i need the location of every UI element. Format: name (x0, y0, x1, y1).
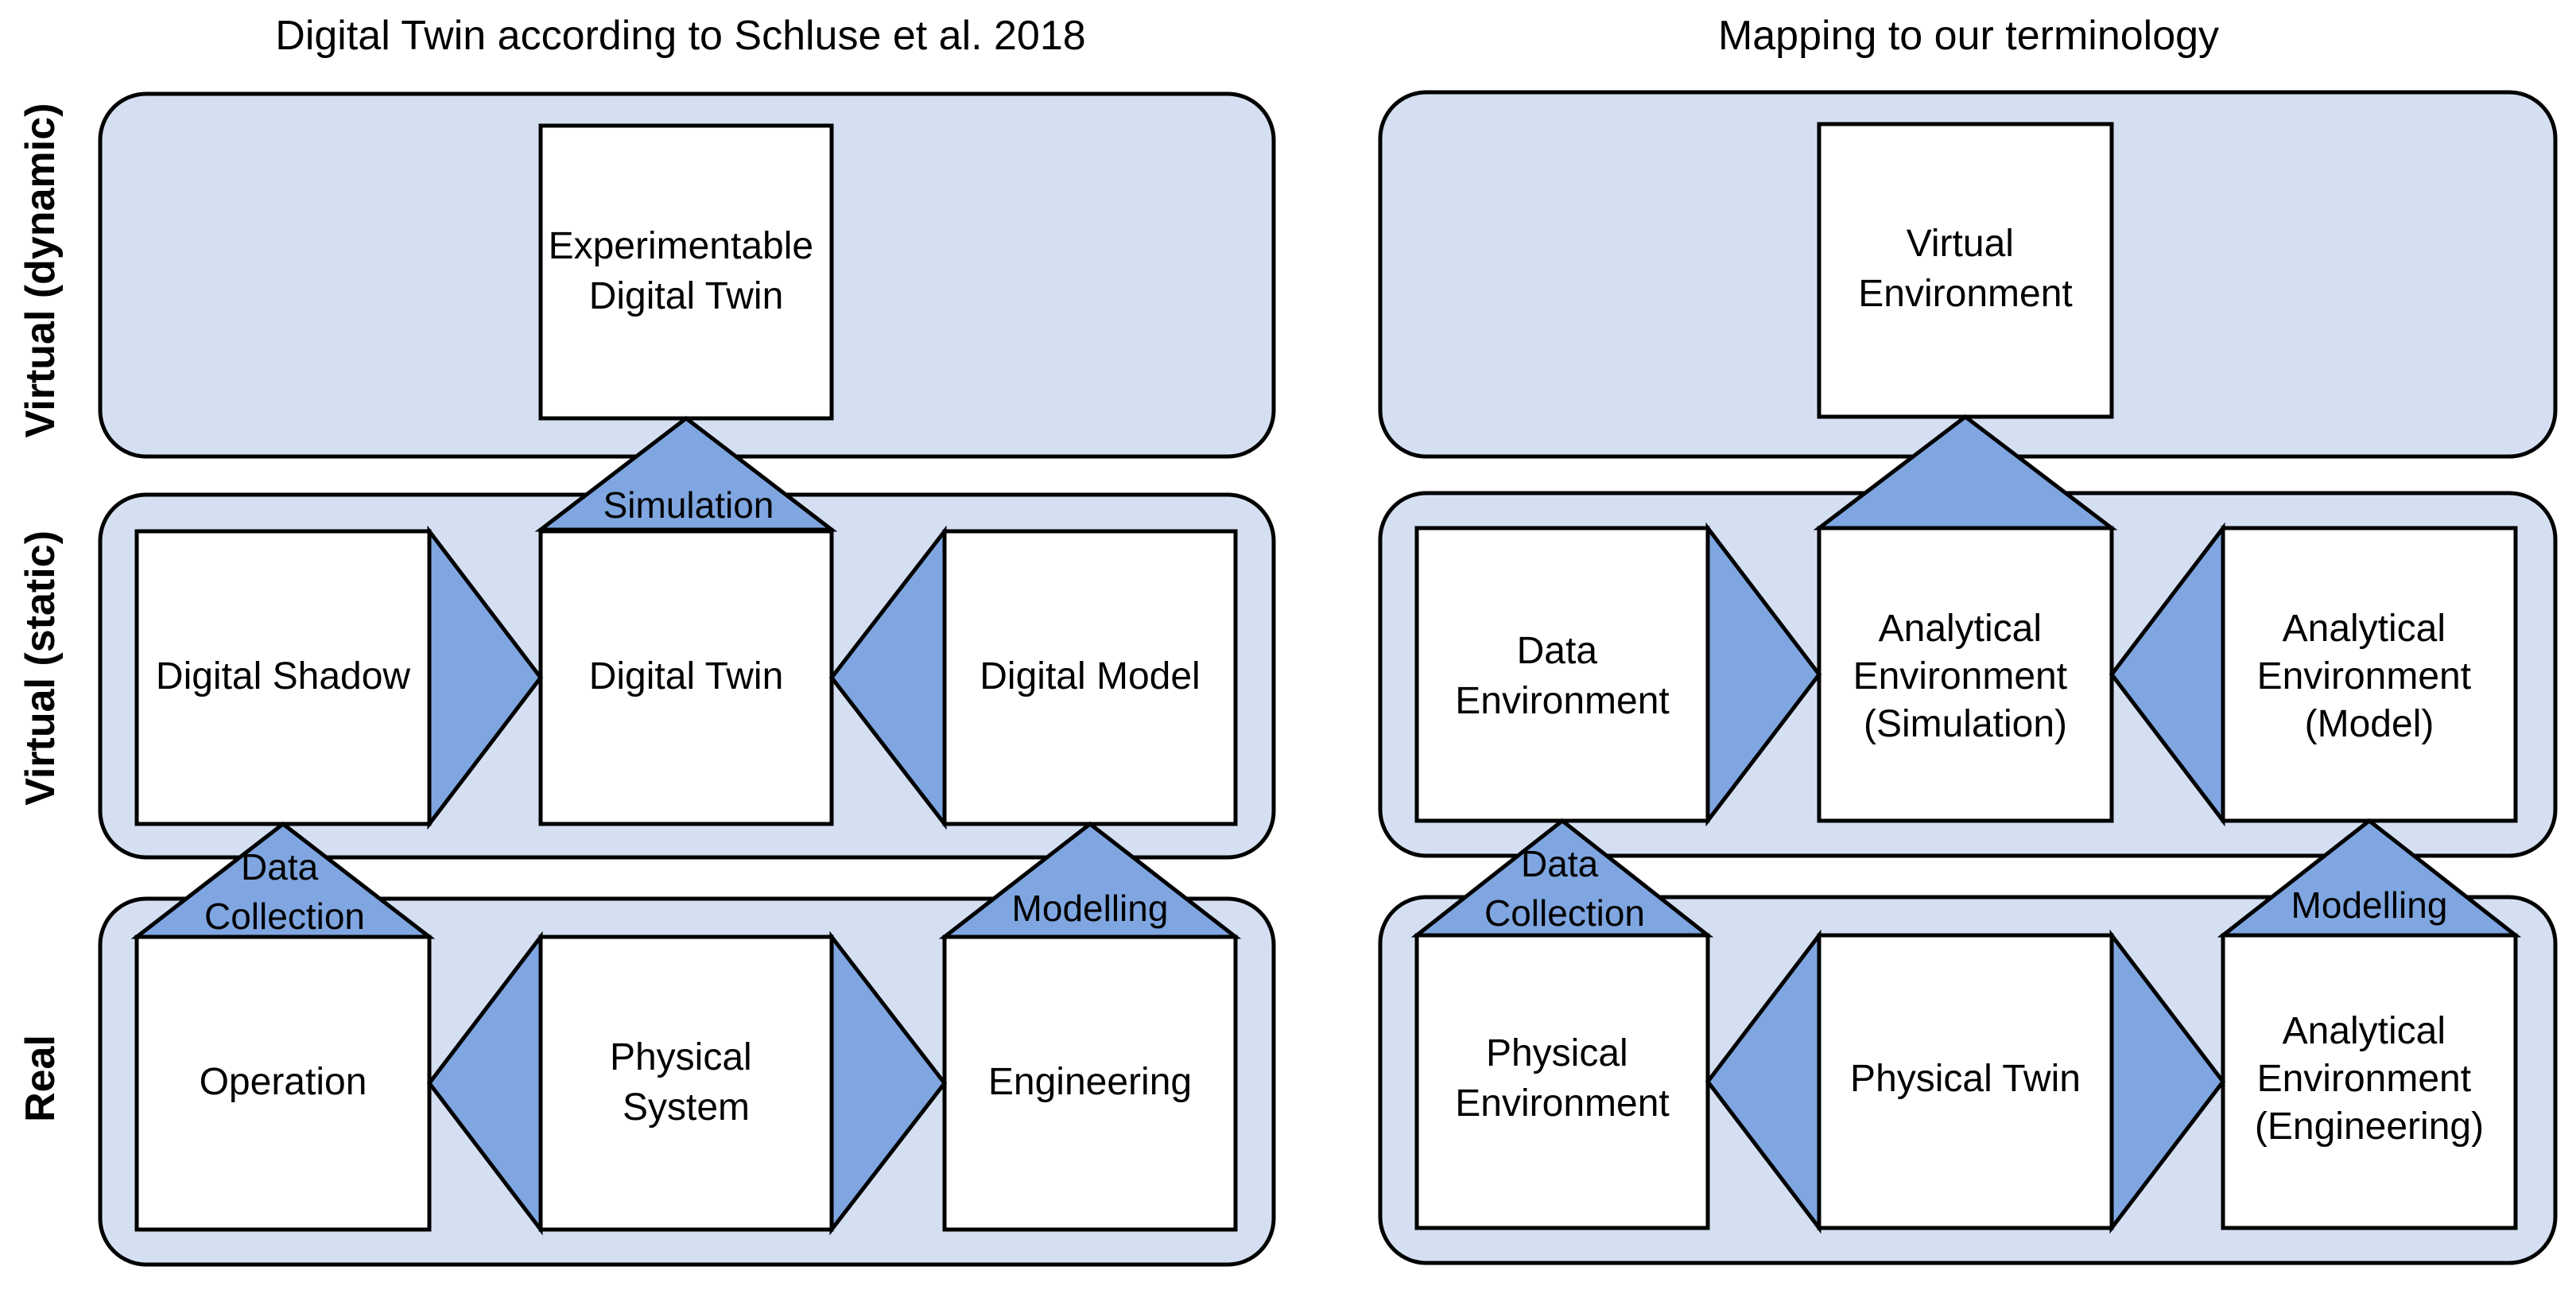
box-data-environment (1414, 526, 1710, 823)
label-modelling-left: Modelling (1012, 888, 1169, 929)
label-data-collection-right: Data Collection (1484, 843, 1645, 934)
label-experimentable: Experimentable Digital Twin (549, 225, 824, 317)
label-data-environment-line1: Data (1517, 630, 1598, 672)
box-analytical-simulation (1817, 526, 2114, 823)
label-physical-twin: Physical Twin (1850, 1058, 2081, 1100)
label-experimentable-line1: Experimentable (549, 225, 814, 267)
label-data-environment-line2: Environment (1455, 680, 1669, 722)
arrow-data-to-analytical (1705, 522, 1822, 827)
label-data-environment: Data Environment (1455, 630, 1669, 722)
label-digital-shadow: Digital Shadow (156, 655, 411, 697)
box-physical-system (538, 934, 834, 1232)
label-virtual-environment-line1: Virtual (1907, 223, 2014, 265)
arrow-simulation-right (1813, 414, 2118, 530)
arrow-data-collection-right (1410, 818, 1714, 938)
arrow-twin-to-physical-env (1705, 929, 1821, 1234)
label-physical-environment-line1: Physical (1486, 1032, 1628, 1074)
label-engineering: Engineering (988, 1061, 1192, 1103)
arrow-shadow-to-twin (427, 525, 544, 830)
label-physical-system-line1: Physical (610, 1036, 752, 1078)
label-analytical-engineering-line2: Environment (2257, 1058, 2471, 1100)
label-virtual-environment-line2: Environment (1858, 273, 2072, 315)
label-analytical-simulation: Analytical Environment (Simulation) (1853, 608, 2078, 745)
row-label-real: Real (17, 1035, 64, 1122)
label-data-collection-right-line1: Data (1521, 843, 1599, 884)
arrow-simulation (534, 415, 838, 532)
left-panel-title: Digital Twin according to Schluse et al.… (275, 13, 1085, 59)
label-data-collection-left-line2: Collection (204, 896, 365, 937)
label-simulation: Simulation (603, 484, 774, 526)
label-analytical-engineering-line1: Analytical (2283, 1010, 2446, 1052)
label-data-collection-right-line2: Collection (1484, 892, 1645, 934)
box-operation (134, 934, 432, 1232)
label-modelling-right: Modelling (2291, 884, 2448, 926)
arrow-model-to-analytical (2109, 522, 2225, 827)
arrow-system-to-engineering (829, 931, 948, 1236)
label-data-collection-left-line1: Data (241, 846, 319, 888)
box-experimentable-digital-twin (538, 123, 834, 421)
label-data-collection-left: Data Collection (204, 846, 365, 937)
label-digital-model: Digital Model (980, 655, 1200, 697)
label-analytical-simulation-line1: Analytical (1879, 608, 2042, 650)
row-label-virtual-dynamic: Virtual (dynamic) (17, 103, 64, 438)
box-physical-twin (1817, 933, 2114, 1230)
label-physical-system: Physical System (610, 1036, 762, 1129)
label-physical-environment-line2: Environment (1455, 1082, 1669, 1125)
right-diagram (1378, 90, 2558, 1265)
box-analytical-model (2221, 526, 2518, 823)
arrow-system-to-operation (426, 931, 543, 1236)
label-analytical-engineering-line3: (Engineering) (2255, 1105, 2484, 1148)
label-operation: Operation (200, 1061, 367, 1103)
box-virtual-environment (1817, 122, 2114, 419)
label-analytical-model-line1: Analytical (2283, 608, 2446, 650)
label-analytical-model: Analytical Environment (Model) (2257, 608, 2482, 745)
row-label-virtual-static: Virtual (static) (17, 530, 64, 806)
arrow-modelling (938, 821, 1242, 939)
label-analytical-simulation-line2: Environment (1853, 655, 2067, 697)
label-analytical-engineering: Analytical Environment (Engineering) (2255, 1010, 2484, 1148)
arrow-twin-to-engineering (2109, 929, 2226, 1234)
label-analytical-model-line2: Environment (2257, 655, 2471, 697)
right-panel-title: Mapping to our terminology (1718, 13, 2219, 59)
arrow-modelling-right (2217, 818, 2522, 938)
label-virtual-environment: Virtual Environment (1858, 223, 2072, 315)
label-digital-twin: Digital Twin (589, 655, 784, 697)
label-physical-environment: Physical Environment (1455, 1032, 1669, 1125)
box-physical-environment (1414, 933, 1710, 1230)
left-diagram (98, 91, 1276, 1267)
label-analytical-model-line3: (Model) (2305, 703, 2434, 745)
label-analytical-simulation-line3: (Simulation) (1864, 703, 2067, 745)
box-digital-twin (538, 529, 834, 826)
label-experimentable-line2: Digital Twin (589, 275, 784, 317)
arrow-data-collection (130, 821, 436, 939)
label-physical-system-line2: System (623, 1086, 750, 1129)
arrow-model-to-twin (828, 525, 947, 830)
